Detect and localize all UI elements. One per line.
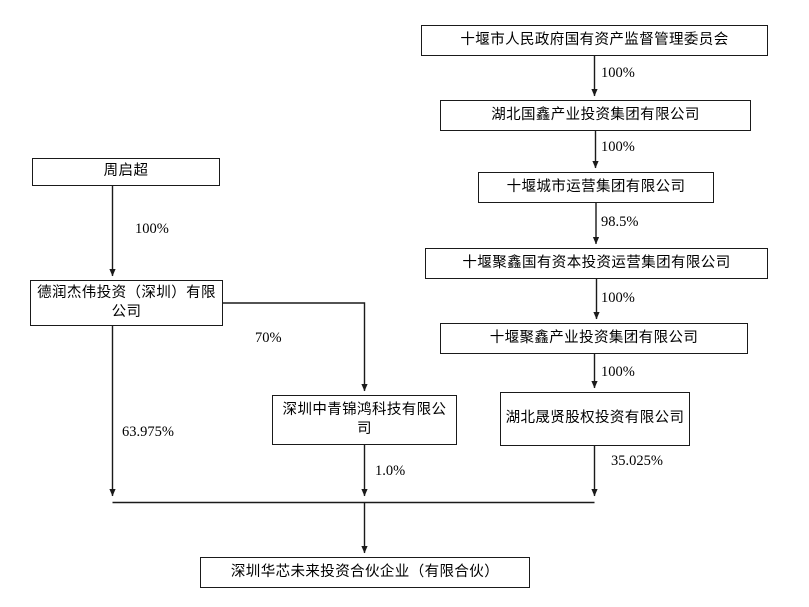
node-label: 十堰聚鑫产业投资集团有限公司 xyxy=(489,329,699,346)
node-label: 德润杰伟投资（深圳）有限公司 xyxy=(37,284,216,320)
node-hubei-shengxian[interactable]: 湖北晟贤股权投资有限公司 xyxy=(500,392,690,446)
edge-label-juxin-industrial-to-shengxian: 100% xyxy=(601,364,635,380)
node-label: 十堰城市运营集团有限公司 xyxy=(506,178,686,195)
node-zhou-qichao[interactable]: 周启超 xyxy=(32,158,220,186)
node-shiyan-city-operation[interactable]: 十堰城市运营集团有限公司 xyxy=(478,172,714,203)
edge-label-juxin-state-capital-to-juxin-industrial: 100% xyxy=(601,290,635,306)
node-shiyan-sasac[interactable]: 十堰市人民政府国有资产监督管理委员会 xyxy=(421,25,768,56)
node-label: 十堰市人民政府国有资产监督管理委员会 xyxy=(460,31,729,48)
node-shiyan-juxin-industrial[interactable]: 十堰聚鑫产业投资集团有限公司 xyxy=(440,323,748,354)
node-derun-jiewei[interactable]: 德润杰伟投资（深圳）有限公司 xyxy=(30,280,223,326)
node-label: 深圳中青锦鸿科技有限公司 xyxy=(282,401,447,437)
node-label: 十堰聚鑫国有资本投资运营集团有限公司 xyxy=(462,254,731,271)
connector-derun-to-zhongqing xyxy=(223,302,368,392)
edge-label-shengxian-to-target: 35.025% xyxy=(611,453,663,469)
edge-label-sasac-to-guoxin: 100% xyxy=(601,65,635,81)
node-shenzhen-zhongqing-jinhong[interactable]: 深圳中青锦鸿科技有限公司 xyxy=(272,395,457,445)
edge-label-city-operation-to-juxin-state-capital: 98.5% xyxy=(601,214,639,230)
node-label: 周启超 xyxy=(103,163,149,180)
edge-label-derun-to-zhongqing: 70% xyxy=(255,330,282,346)
node-shenzhen-huaxin-weilai[interactable]: 深圳华芯未来投资合伙企业（有限合伙） xyxy=(200,557,530,588)
node-label: 湖北晟贤股权投资有限公司 xyxy=(505,410,685,427)
edge-label-zhou-to-derun: 100% xyxy=(135,221,169,237)
edge-label-derun-to-target: 63.975% xyxy=(122,424,174,440)
edge-label-zhongqing-to-target: 1.0% xyxy=(375,463,406,479)
node-hubei-guoxin[interactable]: 湖北国鑫产业投资集团有限公司 xyxy=(440,100,751,131)
edge-label-guoxin-to-city-operation: 100% xyxy=(601,139,635,155)
node-label: 湖北国鑫产业投资集团有限公司 xyxy=(491,106,700,123)
node-label: 深圳华芯未来投资合伙企业（有限合伙） xyxy=(230,563,500,580)
node-shiyan-juxin-state-capital[interactable]: 十堰聚鑫国有资本投资运营集团有限公司 xyxy=(425,248,768,279)
